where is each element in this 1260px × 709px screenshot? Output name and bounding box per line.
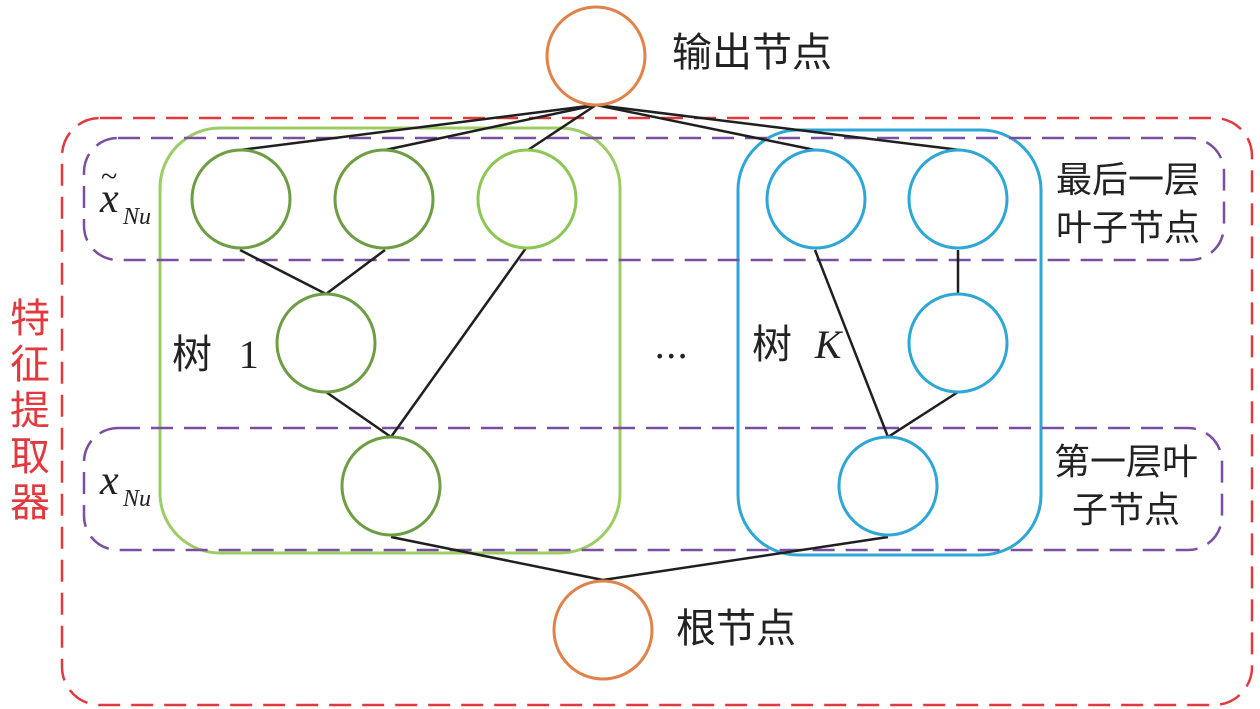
- tree-k-leaf-node-1: [765, 148, 867, 250]
- feature-extractor-box: [60, 116, 1254, 707]
- x-tilde-subscript: Nu: [122, 204, 151, 230]
- root-node: [552, 579, 654, 681]
- tree-k-label: 树 K: [752, 322, 844, 368]
- tree-k-bottom-node: [837, 435, 939, 537]
- feature-extractor-char-1: 特: [10, 296, 50, 342]
- feature-extractor-char-2: 征: [10, 342, 50, 388]
- edge-t1-leaf2-mid: [325, 248, 386, 296]
- edge-output-leaf3: [527, 103, 597, 152]
- trees-ellipsis: ...: [654, 326, 688, 367]
- tree-k-leaf-node-2: [907, 148, 1009, 250]
- last-layer-label-line-1: 最后一层: [1056, 160, 1200, 201]
- tree-k-middle-node: [907, 292, 1009, 394]
- tree-1-middle-node: [275, 292, 377, 394]
- edge-t1-mid-bottom: [325, 390, 392, 439]
- tree-k-index: K: [814, 322, 844, 367]
- edge-t1-leaf3-bottom: [389, 247, 528, 438]
- tree-1-leaf-node-3: [476, 148, 578, 250]
- edge-tk-leaf4-bottom: [813, 249, 890, 438]
- tree-1-index: 1: [239, 332, 259, 377]
- feature-extractor-char-4: 取: [10, 434, 50, 480]
- edge-t1-bottom-root: [390, 535, 604, 582]
- x-label: x Nu: [99, 458, 151, 512]
- edge-output-leaf4: [595, 103, 816, 152]
- tree-1-bottom-node: [340, 435, 442, 537]
- feature-extractor-char-5: 器: [10, 480, 50, 526]
- first-layer-leaf-band: [82, 426, 1224, 552]
- x-base: x: [99, 458, 119, 504]
- x-tilde-tilde-mark: ~: [101, 160, 117, 193]
- output-node-label: 输出节点: [672, 30, 832, 76]
- tree-1-label: 树 1: [172, 332, 259, 378]
- first-layer-label-line-2: 子节点: [1072, 490, 1180, 531]
- tree-1-leaf-node-2: [333, 148, 435, 250]
- feature-extractor-char-3: 提: [10, 388, 50, 434]
- x-tilde-label: ~ x Nu: [99, 160, 151, 230]
- tree-k-box: [736, 128, 1043, 557]
- edges: [239, 103, 961, 582]
- tree-1-prefix: 树: [172, 332, 212, 378]
- edge-tk-bottom-root: [602, 535, 889, 582]
- edge-t1-leaf1-mid: [239, 248, 327, 296]
- output-node: [545, 5, 647, 107]
- last-layer-leaf-band: [82, 136, 1226, 262]
- edge-output-leaf1: [239, 103, 597, 152]
- last-layer-label-line-2: 叶子节点: [1056, 208, 1200, 249]
- tree-1-box: [158, 126, 622, 555]
- edge-output-leaf5: [595, 103, 961, 152]
- x-tilde-base: x: [99, 176, 119, 222]
- x-subscript: Nu: [122, 486, 151, 512]
- edge-output-leaf2: [384, 103, 597, 152]
- root-node-label: 根节点: [676, 606, 796, 652]
- tree-k-prefix: 树: [752, 322, 792, 368]
- edge-tk-mid-bottom: [887, 390, 959, 439]
- first-layer-label-line-1: 第一层叶: [1054, 442, 1198, 483]
- tree-1-leaf-node-1: [190, 148, 292, 250]
- feature-extractor-label: 特 征 提 取 器: [10, 296, 50, 526]
